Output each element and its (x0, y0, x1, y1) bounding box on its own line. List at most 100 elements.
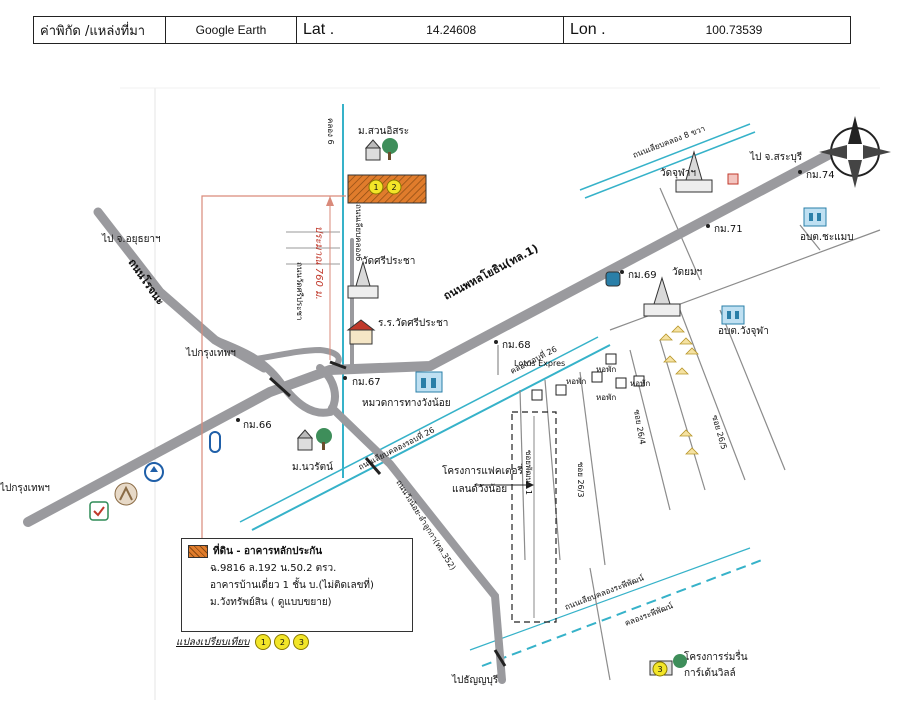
label-project2-line1: โครงการร่มรื่น (684, 649, 748, 663)
label-wat-yom: วัดยมฯ (672, 267, 702, 278)
label-canal6: คลอง 6 (326, 118, 335, 145)
coord-label-cell: ค่าพิกัด /แหล่งที่มา (34, 17, 166, 43)
label-km66: กม.66 (243, 420, 272, 431)
label-km68: กม.68 (502, 340, 531, 351)
bank-icon-brown (114, 482, 138, 506)
label-km71: กม.71 (714, 224, 743, 235)
label-sriprachasri-road: ถนนวัดศรีประชา (295, 262, 304, 320)
legend-line-3: ม.วังทรัพย์สิน ( ดูแบบขยาย) (210, 597, 332, 608)
legend-title: ที่ดิน - อาคารหลักประกัน (213, 546, 323, 557)
label-canal6-road: ถนนเลียบคลอง6 (354, 204, 363, 261)
small-buildings (531, 353, 645, 401)
label-highway-office: หมวดการทางวังน้อย (362, 397, 451, 409)
label-to-ayutthaya: ไป จ.อยุธยาฯ (101, 233, 161, 245)
comparison-marker-1[interactable]: 1 (255, 634, 272, 650)
bank-icon-blue (209, 431, 221, 453)
label-project-line1: โครงการแฟคเตอรี่ (442, 463, 523, 477)
legend-title-row: ที่ดิน - อาคารหลักประกัน (188, 543, 406, 560)
office-icon-chamaep (803, 207, 827, 227)
info-header: ค่าพิกัด /แหล่งที่มา Google Earth Lat . … (33, 16, 851, 44)
label-km69: กม.69 (628, 270, 657, 281)
label-soi-c: ซอย 26/4 (632, 409, 647, 445)
plot-marker-1-text: 1 (373, 183, 378, 192)
label-km67: กม.67 (352, 377, 381, 388)
legend-line-1: ฉ.9816 ล.192 น.50.2 ตรว. (210, 563, 337, 574)
compass-north-label: N (850, 146, 859, 159)
legend-plot-swatch (188, 545, 208, 558)
label-project2-line2: การ์เด้นวิลล์ (684, 667, 736, 679)
plot-marker-1[interactable] (368, 179, 384, 195)
office-icon-wangchula (721, 305, 745, 325)
coord-label: ค่าพิกัด /แหล่งที่มา (40, 23, 146, 39)
canal-rangsit-bank (469, 547, 751, 651)
highway-office-icon (415, 371, 443, 393)
navarat-village-icon (296, 428, 332, 451)
canal-26-b (239, 336, 599, 523)
label-lotus: Lotus Expres (514, 359, 565, 368)
lon-label: Lon . (570, 21, 606, 38)
legend-line-2: อาคารบ้านเดี่ยว 1 ชั้น บ.(ไม่ติดเลขที่) (210, 580, 374, 591)
label-rojana-road: ถนนโรจนะ (126, 256, 168, 308)
lon-cell: Lon . 100.73539 (564, 17, 850, 43)
distance-arrow-head (326, 196, 334, 206)
label-phahonyothin-road: ถนนพหลโยธิน(ทล.1) (441, 241, 541, 303)
source-value: Google Earth (195, 23, 267, 37)
label-wat-sriprachasri: วัดศรีประชา (362, 255, 415, 267)
interchange-loop (211, 336, 339, 417)
label-factory-b: หอพัก (596, 365, 616, 374)
road-ticks (268, 360, 507, 667)
plot-marker-2-text: 2 (391, 183, 396, 192)
temple-icon-yom (643, 276, 681, 317)
school-icon (346, 319, 376, 345)
canal-8-a (579, 123, 751, 191)
project2-marker-text: 3 (657, 665, 662, 674)
canal-8-b (584, 131, 756, 199)
label-to-bangkok-1: ไปกรุงเทพฯ (185, 347, 236, 359)
village-icon (364, 138, 398, 161)
label-rangsit-road: ถนนเลียบคลองระพีพัฒน์ (563, 572, 645, 612)
label-to-bangkok-2: ไปกรุงเทพฯ (0, 482, 50, 494)
legend-box: ที่ดิน - อาคารหลักประกัน ฉ.9816 ล.192 น.… (181, 538, 413, 632)
tree-markers (659, 325, 699, 455)
comparison-marker-2[interactable]: 2 (274, 634, 291, 650)
landmark-icons: 3 (89, 138, 827, 677)
source-cell: Google Earth (166, 17, 297, 43)
label-wat-jaroen: วัดจุฬาฯ (660, 167, 696, 179)
label-to-thanyaburi: ไปธัญญบุรี (451, 674, 499, 686)
project-leader-head (526, 481, 534, 489)
road-wangnoi-lamlukka (328, 404, 506, 684)
project2-icon (649, 654, 687, 677)
bank-icon-green (89, 501, 109, 521)
label-factory-c: หอพัก (630, 379, 650, 388)
label-canal-rangsit: คลองระพีพัฒน์ (623, 600, 675, 628)
label-project-line2: แลนด์วังน้อย (452, 483, 507, 495)
comparison-marker-3[interactable]: 3 (293, 634, 310, 650)
interchange-ramp (247, 346, 342, 373)
comparison-label: แปลงเปรียบเทียบ (176, 636, 250, 648)
canal-26-a (251, 344, 611, 531)
lat-value: 14.24608 (426, 23, 477, 37)
label-navarat: ม.นวรัตน์ (292, 461, 333, 473)
lat-label: Lat . (303, 21, 335, 38)
canal-rangsit (481, 559, 763, 667)
main-roads (23, 149, 835, 684)
pointer-line (201, 195, 346, 538)
label-school: ร.ร.วัดศรีประชา (378, 317, 448, 329)
label-factory-d: หอพัก (596, 393, 616, 402)
factory-land-boundary[interactable] (511, 411, 557, 623)
temple-icon-jaroen (675, 150, 739, 193)
bank-icon-thai (144, 462, 164, 482)
label-to-saraburi: ไป จ.สระบุรี (749, 151, 803, 163)
compass-icon: N (819, 116, 891, 188)
temple-icon-sriprachasri (347, 260, 379, 299)
label-soi-a: ซอยพัฒนา 1 (524, 450, 533, 495)
comparison-legend: แปลงเปรียบเทียบ 1 2 3 (176, 634, 310, 650)
lon-value: 100.73539 (705, 23, 763, 37)
gas-station-icon (605, 271, 621, 287)
side-lanes (286, 231, 340, 265)
plot-marker-2[interactable] (386, 179, 402, 195)
label-obt-wangchula: อบต.วังจุฬา (718, 325, 769, 337)
label-soi-b: ซอย 26/3 (576, 462, 585, 497)
label-distance: ประมาณ 760 ม. (313, 226, 324, 300)
